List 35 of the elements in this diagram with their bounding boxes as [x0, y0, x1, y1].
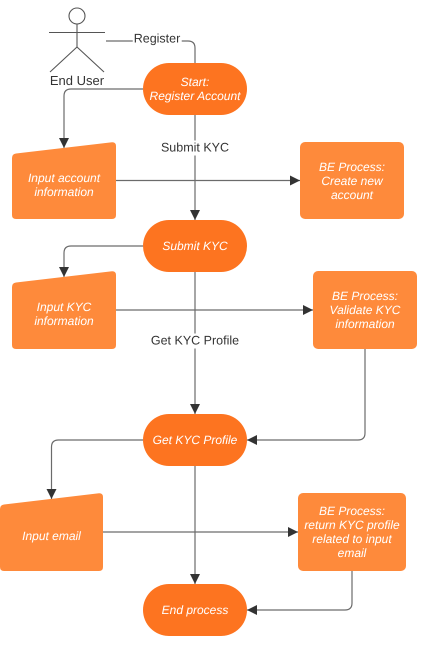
terminator-shape — [143, 414, 247, 466]
arrow — [59, 88, 143, 148]
arrow — [190, 466, 200, 584]
node-label: Register Account — [150, 89, 240, 103]
node-label: return KYC profile related to input email — [303, 518, 401, 560]
arrow — [247, 349, 366, 445]
edge-label: Get KYC Profile — [150, 334, 240, 348]
terminator-shape — [143, 63, 247, 115]
process-box — [300, 142, 404, 219]
edge-label: Register — [132, 32, 182, 46]
node-label: BE Process: — [332, 289, 398, 303]
arrow — [116, 176, 300, 186]
node-label: Get KYC Profile — [152, 433, 238, 447]
node-label: Input account information — [26, 170, 102, 198]
node-label: BE Process: — [318, 504, 386, 518]
arrow — [103, 527, 298, 537]
arrow — [190, 272, 200, 414]
arrow — [247, 571, 353, 615]
node-label: Validate KYC information — [328, 303, 402, 331]
node-label: Create new account — [320, 174, 384, 202]
node-label: Start: — [180, 75, 210, 89]
node-label: Input KYC information — [33, 300, 95, 328]
node-label: Submit KYC — [162, 239, 228, 253]
actor-label: End User — [50, 73, 104, 88]
process-box — [298, 493, 406, 571]
node-label: End process — [162, 603, 228, 617]
terminator-shape — [143, 220, 247, 272]
process-box — [313, 271, 417, 349]
arrow — [59, 245, 143, 277]
edge-label: Submit KYC — [160, 140, 230, 156]
arrow — [116, 305, 313, 315]
arrow — [46, 439, 143, 499]
terminator-shape — [143, 584, 247, 636]
node-label: Input email — [22, 529, 81, 543]
node-label: BE Process: — [318, 160, 386, 174]
